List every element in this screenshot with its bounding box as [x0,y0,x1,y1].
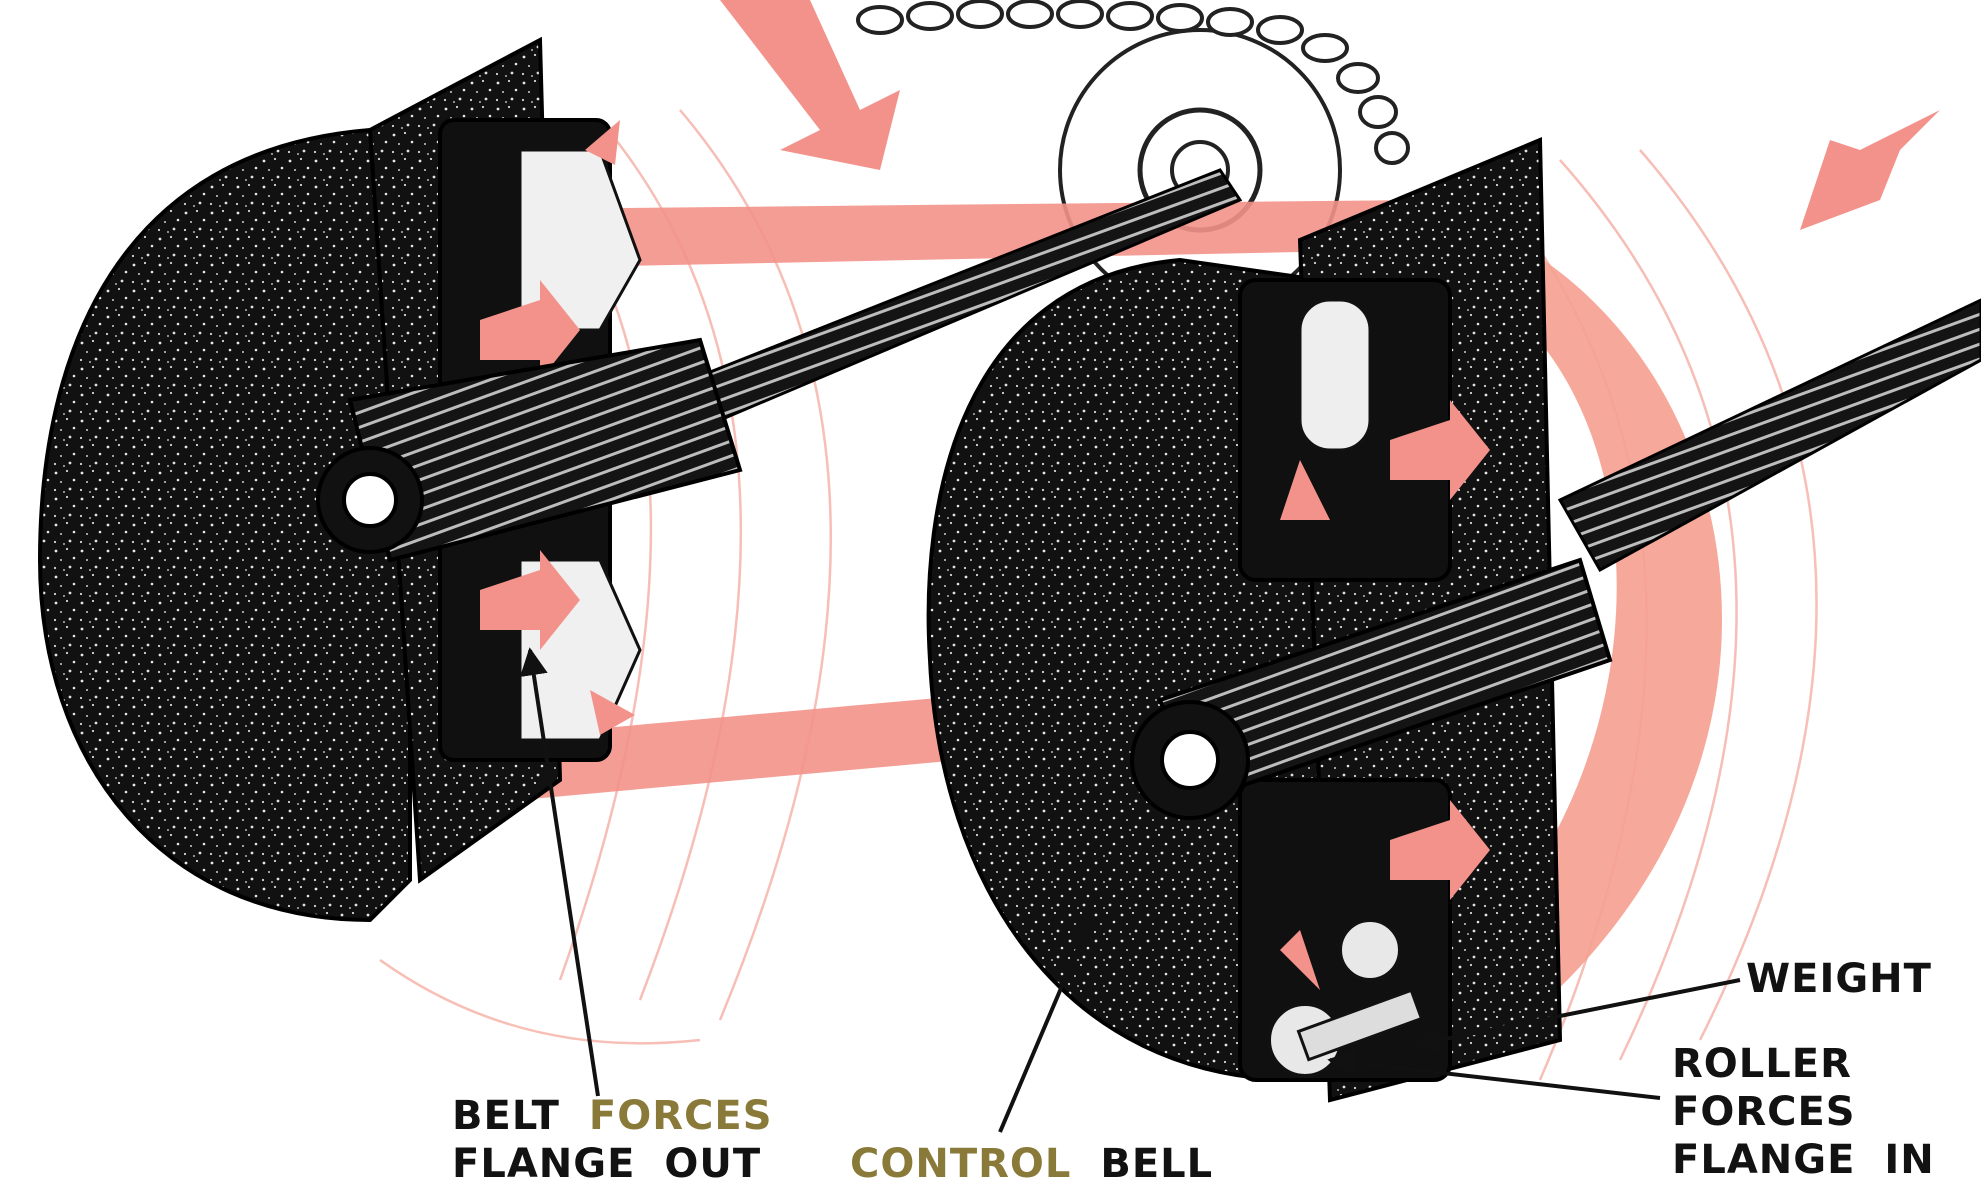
label-roller-forces-flange-in: ROLLER FORCES FLANGE IN [1672,1040,1935,1183]
label-word: FLANGE [452,1141,635,1183]
label-word: BELT [452,1093,560,1139]
label-belt-forces-flange-out: BELT FORCES FLANGE OUT [452,1092,773,1183]
arrow-icon [1800,110,1940,230]
label-word: IN [1884,1137,1934,1183]
label-word: ROLLER [1672,1041,1852,1087]
label-word: WEIGHT [1746,956,1932,1002]
label-word: FLANGE [1672,1137,1855,1183]
label-control-bell: CONTROL BELL [850,1140,1213,1183]
label-weight: WEIGHT [1746,955,1932,1003]
label-word: FORCES [1672,1089,1856,1135]
label-word: OUT [664,1141,761,1183]
label-word: BELL [1100,1141,1213,1183]
label-word: FORCES [589,1093,773,1139]
label-word: CONTROL [850,1141,1071,1183]
